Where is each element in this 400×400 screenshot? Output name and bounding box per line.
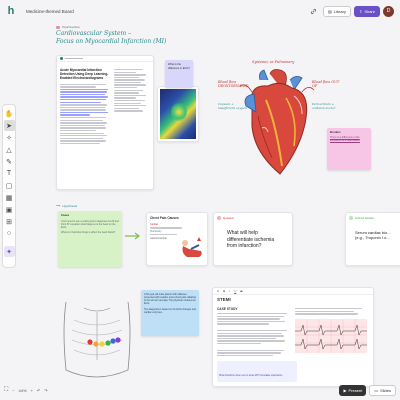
patient-illustration bbox=[182, 237, 202, 257]
lavender-sticky-note[interactable]: What is the difference in ECG? bbox=[165, 60, 193, 88]
doc-tool-heading[interactable]: H bbox=[217, 289, 220, 293]
heart-illustration[interactable] bbox=[232, 66, 322, 186]
fit-screen-icon[interactable]: ⛶ bbox=[4, 386, 9, 393]
library-button[interactable]: ▤ Library bbox=[322, 5, 351, 17]
present-button[interactable]: ▶ Present bbox=[339, 385, 367, 396]
ai-icon[interactable]: ✦ bbox=[3, 246, 15, 257]
green-note-body: You'll need to use a coding tool to diag… bbox=[61, 219, 119, 230]
section1-tag: Topic/Lecture bbox=[56, 25, 80, 29]
play-icon: ▶ bbox=[343, 388, 347, 393]
image-icon[interactable]: ▣ bbox=[5, 206, 13, 214]
paper-body: Acute Myocardial Infarction Detection Us… bbox=[60, 65, 111, 145]
zoom-in-icon[interactable]: + bbox=[30, 387, 33, 393]
share-icon: ⇪ bbox=[358, 8, 363, 14]
bottom-bar: ⛶ − 44% + ↶ ↷ bbox=[4, 384, 48, 396]
pink-note-body: There is a difference in the symptoms of… bbox=[330, 135, 361, 143]
stemi-document-card[interactable]: H B I U S STEMI CASE STUDY What should b… bbox=[212, 287, 374, 387]
doc-right-column bbox=[295, 304, 369, 358]
heatmap-graphic bbox=[160, 89, 196, 139]
top-right-actions: ▤ Library ⇪ Share D bbox=[308, 5, 394, 17]
blue-note-body2: The diagnosis is based on the ECG change… bbox=[144, 307, 196, 314]
doc-left-column: CASE STUDY bbox=[217, 304, 291, 358]
green-sticky-note[interactable]: Cases You'll need to use a coding tool t… bbox=[58, 211, 122, 267]
table-icon[interactable]: ⊞ bbox=[6, 218, 12, 226]
doc-toolbar: H B I U S bbox=[213, 288, 373, 295]
paper-header bbox=[57, 56, 153, 62]
ecg-strip-image bbox=[295, 318, 367, 353]
heart-label-left: Blood flow DEOXYGENATED bbox=[218, 80, 249, 89]
link-icon[interactable] bbox=[308, 5, 320, 17]
zoom-level[interactable]: 44% bbox=[18, 387, 27, 393]
frame-icon[interactable]: ▦ bbox=[5, 194, 13, 202]
question-body: What will help differentiate ischemia fr… bbox=[227, 230, 275, 249]
doc-title: STEMI bbox=[217, 297, 231, 302]
lavender-note-text: What is the difference in ECG? bbox=[168, 63, 190, 70]
chest-pain-item3: Gastrointestinal bbox=[150, 236, 167, 240]
tag-icon bbox=[56, 25, 60, 29]
green-note-title: Cases bbox=[61, 213, 70, 217]
cursor-icon[interactable]: ➤ bbox=[3, 120, 15, 131]
pen-icon[interactable]: ✎ bbox=[6, 158, 12, 166]
paper-title: Acute Myocardial Infarction Detection Us… bbox=[60, 68, 109, 80]
paper-sidebar bbox=[113, 65, 150, 145]
user-avatar[interactable]: D bbox=[383, 5, 394, 17]
question-card[interactable]: Question What will help differentiate is… bbox=[213, 212, 293, 266]
doc-footer-text: What should be done next in acute MI? Im… bbox=[219, 374, 283, 377]
doc-heading: CASE STUDY bbox=[217, 307, 238, 311]
journal-logo-icon bbox=[60, 57, 63, 60]
text-icon[interactable]: T bbox=[6, 170, 12, 177]
redo-icon[interactable]: ↷ bbox=[44, 387, 48, 393]
circle-icon[interactable]: ○ bbox=[6, 230, 12, 237]
pink-note-title: Borders bbox=[330, 130, 341, 134]
top-bar: h Medicine-themed Board bbox=[0, 0, 400, 22]
question-heading: Question bbox=[217, 216, 289, 220]
doc-footer: What should be done next in acute MI? Im… bbox=[217, 361, 297, 382]
chest-pain-item1: Cardiac bbox=[150, 223, 159, 226]
pink-sticky-note[interactable]: Borders There is a difference in the sym… bbox=[327, 128, 371, 170]
answer-body: Serum cardiac bio... (e.g., Troponin I o… bbox=[355, 230, 391, 241]
library-label: Library bbox=[333, 8, 346, 14]
heart-label-right2: Pericardium + collision doctor bbox=[312, 102, 336, 110]
doc-tool-strike[interactable]: S bbox=[240, 289, 243, 293]
section2-tag: ⟶ Hypothesis bbox=[56, 204, 78, 208]
answer-card[interactable]: Correct Answer Serum cardiac bio... (e.g… bbox=[345, 212, 400, 266]
slides-button[interactable]: ▭ Slides bbox=[369, 385, 396, 396]
zoom-out-icon[interactable]: − bbox=[12, 387, 15, 393]
blue-note-body: A 52-year-old male patient with diabetes… bbox=[144, 293, 196, 306]
arrow-icon: ⟶ bbox=[56, 204, 61, 208]
chest-pain-card[interactable]: Chest Pain Causes Cardiac Pulmonary Gast… bbox=[146, 212, 208, 266]
blue-sticky-note[interactable]: A 52-year-old male patient with diabetes… bbox=[141, 290, 199, 336]
check-icon bbox=[349, 216, 353, 220]
left-toolbar: ✋ ➤ ✧ △ ✎ T ▢ ▦ ▣ ⊞ ○ ✦ bbox=[2, 104, 16, 268]
doc-tool-bold[interactable]: B bbox=[223, 289, 226, 293]
doc-tool-italic[interactable]: I bbox=[229, 289, 231, 293]
sticky-note-icon[interactable]: ▢ bbox=[5, 182, 13, 190]
question-icon bbox=[217, 216, 221, 220]
flow-arrow bbox=[125, 232, 140, 240]
undo-icon[interactable]: ↶ bbox=[36, 387, 41, 393]
chest-pain-item2: Pulmonary bbox=[150, 229, 162, 233]
chest-pain-title: Chest Pain Causes bbox=[150, 216, 179, 220]
ecg-lead-placement-illustration[interactable] bbox=[56, 300, 138, 384]
heart-label-right: Blood flow OUT OF bbox=[312, 80, 340, 89]
magic-icon[interactable]: ✧ bbox=[6, 134, 12, 142]
green-note-body2: What is it that links things to affect t… bbox=[61, 231, 116, 235]
slides-icon: ▭ bbox=[374, 388, 379, 393]
heart-label-top: Systemic vs Pulmonary bbox=[252, 60, 295, 64]
doc-tool-underline[interactable]: U bbox=[234, 289, 237, 293]
answer-heading: Correct Answer bbox=[349, 216, 399, 220]
hand-icon[interactable]: ✋ bbox=[4, 110, 14, 118]
share-button[interactable]: ⇪ Share bbox=[353, 5, 380, 17]
ecg-heatmap-image[interactable] bbox=[157, 86, 199, 142]
section1-title[interactable]: Cardiovascular System – Focus on Myocard… bbox=[56, 30, 167, 46]
share-label: Share bbox=[364, 8, 375, 14]
paper-card[interactable]: Acute Myocardial Infarction Detection Us… bbox=[56, 55, 154, 190]
board-title[interactable]: Medicine-themed Board bbox=[26, 8, 74, 14]
app-logo[interactable]: h bbox=[7, 5, 15, 17]
shape-icon[interactable]: △ bbox=[6, 146, 12, 154]
library-icon: ▤ bbox=[327, 8, 332, 14]
heart-label-left2: Capsule + insufficient oxygen bbox=[218, 102, 247, 110]
bottom-right-actions: ▶ Present ▭ Slides bbox=[339, 385, 396, 396]
